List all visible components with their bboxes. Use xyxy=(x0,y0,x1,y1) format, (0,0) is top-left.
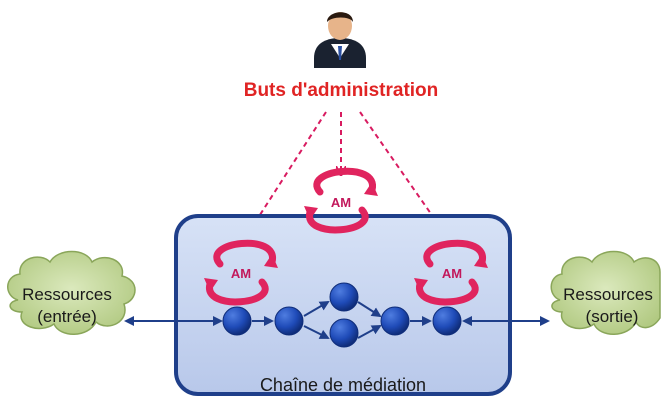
chain-node-3 xyxy=(329,282,359,312)
am-loop-right: AM xyxy=(414,239,488,306)
am-loop-top: AM xyxy=(304,167,378,234)
chain-nodes xyxy=(222,282,462,348)
administrator-person-icon xyxy=(314,12,366,68)
arrow-node2-to-node4 xyxy=(303,325,330,339)
chain-node-5 xyxy=(380,306,410,336)
arrow-node3-to-node5 xyxy=(357,301,382,318)
resource-input-line2: (entrée) xyxy=(37,307,97,326)
am-label-right: AM xyxy=(442,266,462,281)
chain-arrows xyxy=(124,300,550,339)
resource-input-line1: Ressources xyxy=(22,285,112,304)
resource-output-line2: (sortie) xyxy=(586,307,639,326)
chain-node-1 xyxy=(222,306,252,336)
arrow-node2-to-node3 xyxy=(303,300,330,317)
resource-output-cloud: Ressources (sortie) xyxy=(550,250,661,335)
arrow-node4-to-node5 xyxy=(357,325,382,339)
chain-node-6 xyxy=(432,306,462,336)
resource-output-line1: Ressources xyxy=(563,285,653,304)
goal-arrows xyxy=(240,111,452,246)
chain-node-4 xyxy=(329,318,359,348)
resource-input-cloud: Ressources (entrée) xyxy=(7,250,136,335)
mediation-chain-label: Chaîne de médiation xyxy=(260,375,426,395)
admin-goals-label: Buts d'administration xyxy=(244,80,439,101)
am-label-top: AM xyxy=(331,195,351,210)
chain-node-2 xyxy=(274,306,304,336)
am-label-left: AM xyxy=(231,266,251,281)
am-loop-left: AM xyxy=(204,239,278,306)
